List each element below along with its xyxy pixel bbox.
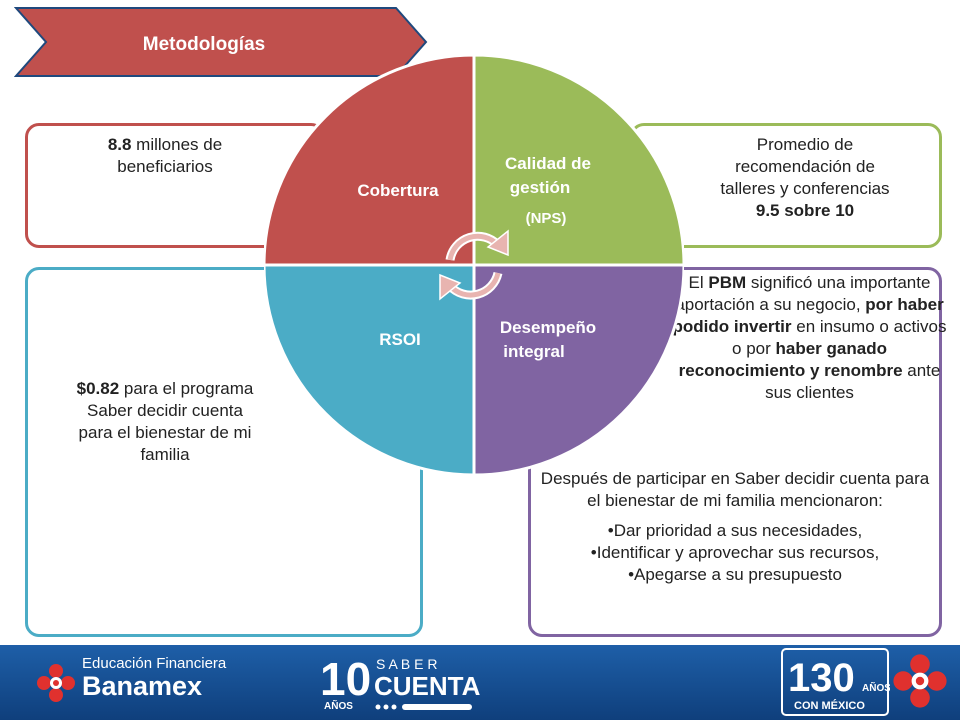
- quadrant-coverage: [264, 55, 476, 267]
- brand-logo-text: Banamex: [82, 671, 203, 701]
- list-item: •Identificar y aprovechar sus recursos,: [590, 543, 880, 562]
- performance-text: El PBM significó una importante aportaci…: [672, 273, 947, 402]
- cycle-arrows-icon: [439, 229, 509, 301]
- banamex-flower-icon: [37, 664, 75, 702]
- after-list: •Dar prioridad a sus necesidades, •Ident…: [532, 520, 938, 586]
- svg-text:AÑOS: AÑOS: [324, 699, 353, 712]
- banner-title: Metodologías: [143, 34, 265, 55]
- svg-text:AÑOS: AÑOS: [862, 681, 890, 694]
- list-item: •Apegarse a su presupuesto: [628, 565, 842, 584]
- after-intro: Después de participar en Saber decidir c…: [540, 469, 930, 510]
- nps-text: Promedio de recomendación de talleres y …: [720, 135, 890, 220]
- coverage-text: 8.8 millones de beneficiarios: [107, 135, 223, 176]
- svg-text:S A B E R: S A B E R: [376, 656, 437, 672]
- footer-bar: Educación Financiera Banamex 10 AÑOS S A…: [0, 645, 960, 720]
- quadrant-nps: [472, 55, 684, 267]
- list-item: •Dar prioridad a sus necesidades,: [607, 521, 863, 540]
- quadrant-rsoi: [264, 263, 476, 475]
- saber-cuenta-logo: 10 AÑOS S A B E R CUENTA: [320, 653, 481, 712]
- rsoi-value: $0.82: [76, 379, 120, 398]
- quadrant-label-nps-1: Calidad de: [505, 154, 591, 173]
- 130-anniversary-logo: 130 AÑOS CON MÉXICO: [781, 648, 890, 716]
- nps-score: 9.5 sobre 10: [755, 201, 855, 220]
- quadrant-performance: [472, 263, 684, 475]
- quadrant-label-rsoi: RSOI: [379, 330, 421, 349]
- svg-text:10: 10: [320, 653, 371, 705]
- svg-text:CUENTA: CUENTA: [374, 671, 481, 701]
- methodology-wheel: Cobertura Calidad de gestión (NPS) RSOI …: [264, 55, 684, 475]
- svg-text:130: 130: [788, 656, 855, 700]
- quadrant-label-coverage: Cobertura: [357, 181, 439, 200]
- coverage-value: 8.8: [107, 135, 132, 154]
- after-participation-text: Después de participar en Saber decidir c…: [532, 468, 938, 586]
- quadrant-label-nps-2: gestión: [510, 178, 570, 197]
- brand-small-text: Educación Financiera: [82, 655, 227, 672]
- quadrant-label-performance-1: Desempeño: [500, 318, 596, 337]
- quadrant-label-nps-3: (NPS): [526, 210, 567, 227]
- quadrant-label-performance-2: integral: [503, 342, 564, 361]
- svg-text:CON MÉXICO: CON MÉXICO: [794, 699, 865, 712]
- rsoi-text: $0.82 para el programa Saber decidir cue…: [76, 379, 254, 464]
- banamex-flower-large-icon: [893, 654, 947, 708]
